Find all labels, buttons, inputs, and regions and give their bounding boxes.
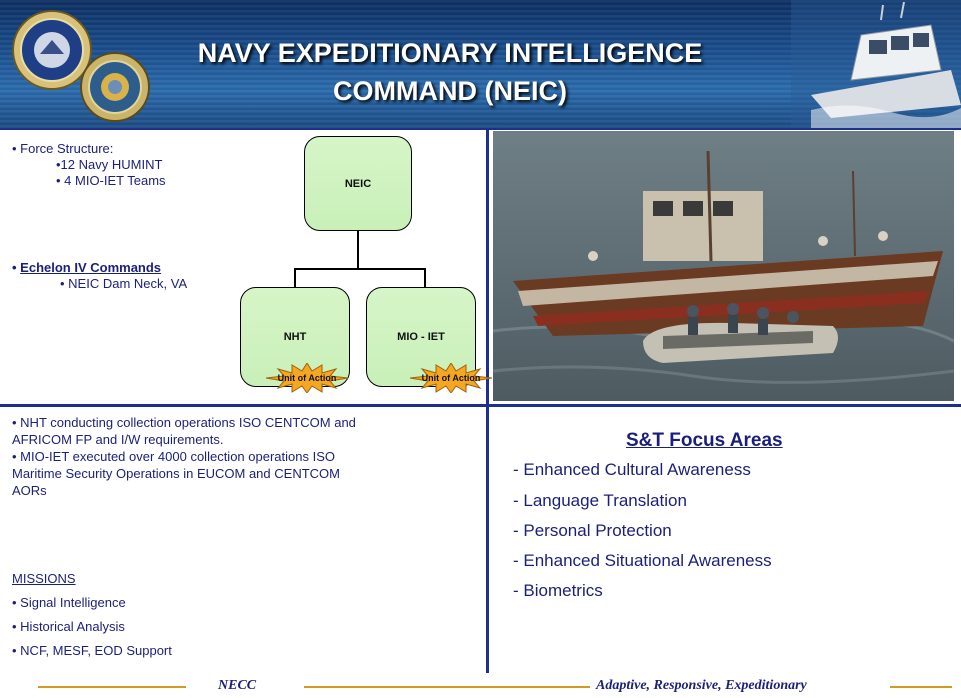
banner-texture	[0, 0, 961, 128]
intelligence-seal-icon	[80, 52, 150, 122]
operations-line: Maritime Security Operations in EUCOM an…	[12, 466, 340, 481]
title-line-2: COMMAND (NEIC)	[333, 76, 567, 106]
operations-line: • MIO-IET executed over 4000 collection …	[12, 449, 335, 464]
org-connector	[357, 231, 359, 269]
vertical-divider	[486, 128, 489, 673]
footer-rule	[890, 686, 952, 688]
echelon-heading: • Echelon IV Commands	[12, 260, 161, 276]
patrol-boat-image	[791, 0, 961, 128]
mission-item: • Signal Intelligence	[12, 595, 126, 610]
footer-tagline: Adaptive, Responsive, Expeditionary	[596, 678, 807, 693]
focus-item: - Biometrics	[513, 581, 603, 600]
unit-of-action-badge: Unit of Action	[265, 362, 349, 394]
org-connector	[294, 268, 296, 288]
mission-item: • Historical Analysis	[12, 619, 125, 634]
focus-areas-title: S&T Focus Areas	[626, 430, 783, 451]
focus-item: - Language Translation	[513, 491, 687, 510]
echelon-heading-text: Echelon IV Commands	[20, 260, 162, 275]
navy-seal-icon	[12, 10, 92, 90]
echelon-bullet: •	[12, 260, 21, 275]
org-connector	[424, 268, 426, 288]
focus-item: - Enhanced Cultural Awareness	[513, 460, 751, 479]
echelon-item: • NEIC Dam Neck, VA	[60, 276, 188, 291]
org-connector	[294, 268, 426, 270]
footer-left-text: NECC	[218, 678, 257, 693]
focus-item: - Personal Protection	[513, 521, 672, 540]
focus-item: - Enhanced Situational Awareness	[513, 551, 772, 570]
boarding-operation-photo	[493, 131, 954, 401]
operations-line: AFRICOM FP and I/W requirements.	[12, 432, 224, 447]
header-banner: NAVY EXPEDITIONARY INTELLIGENCE COMMAND …	[0, 0, 961, 128]
footer-rule	[38, 686, 186, 688]
force-structure-item: • 4 MIO-IET Teams	[56, 173, 166, 188]
badge-label: Unit of Action	[277, 373, 337, 383]
operations-line: • NHT conducting collection operations I…	[12, 415, 356, 430]
force-structure-heading: • Force Structure:	[12, 141, 114, 156]
unit-of-action-badge: Unit of Action	[409, 362, 493, 394]
org-box-neic: NEIC	[304, 136, 412, 231]
page-title: NAVY EXPEDITIONARY INTELLIGENCE COMMAND …	[150, 34, 750, 110]
header-divider	[0, 128, 961, 130]
missions-heading: MISSIONS	[12, 571, 76, 586]
horizontal-divider	[0, 404, 961, 407]
footer-rule	[304, 686, 590, 688]
title-line-1: NAVY EXPEDITIONARY INTELLIGENCE	[197, 38, 703, 68]
mission-item: • NCF, MESF, EOD Support	[12, 643, 172, 658]
force-structure-item: •12 Navy HUMINT	[56, 157, 163, 172]
operations-line: AORs	[12, 483, 47, 498]
badge-label: Unit of Action	[421, 373, 481, 383]
